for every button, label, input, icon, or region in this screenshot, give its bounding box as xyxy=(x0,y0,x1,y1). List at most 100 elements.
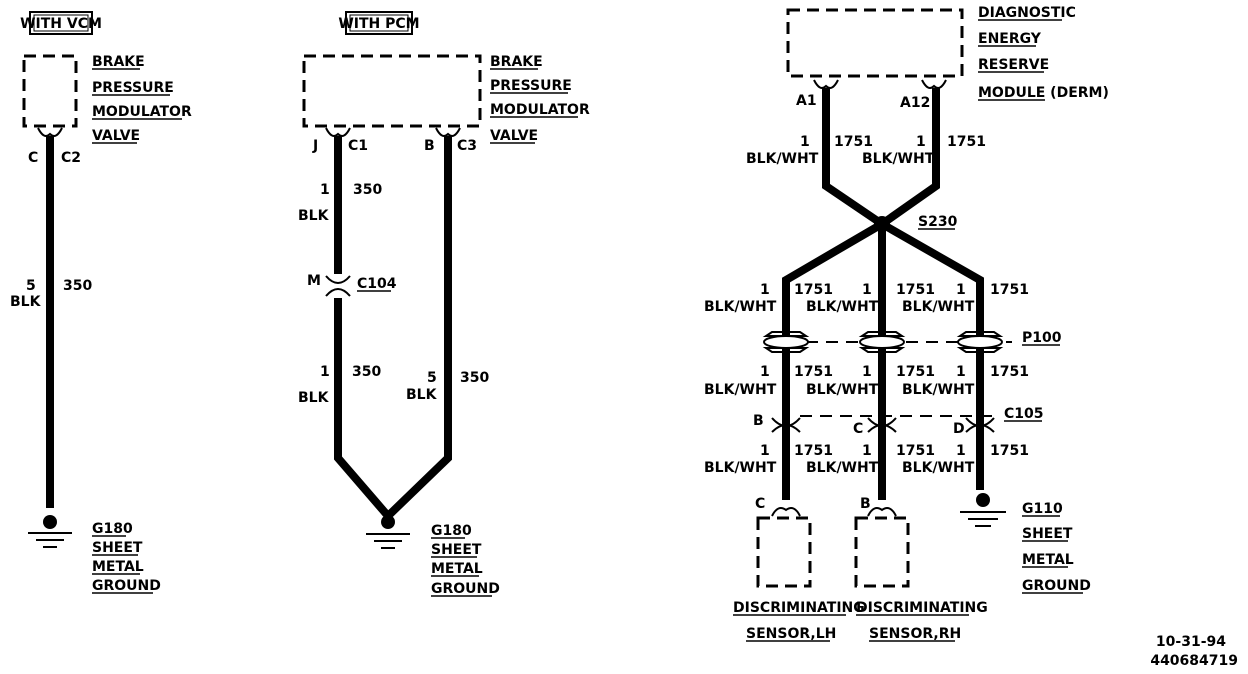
vcm-ground-line4: GROUND xyxy=(92,578,161,594)
b1-left-gauge: 1 xyxy=(760,282,770,298)
vcm-ground-line2: SHEET xyxy=(92,540,143,556)
branch-right-wire xyxy=(880,220,984,490)
b3-left-gauge: 1 xyxy=(760,443,770,459)
c105-symbol-mid xyxy=(867,417,897,433)
vcm-tag-box-inner xyxy=(33,14,89,32)
vcm-wire-circuit: 350 xyxy=(63,278,92,294)
pcm-component-line1: BRAKE xyxy=(490,54,543,70)
pcm-wire3-color: BLK xyxy=(406,387,438,403)
c105-symbol-right xyxy=(965,417,995,433)
b3-mid-circuit: 1751 xyxy=(896,443,935,459)
vcm-pin: C xyxy=(28,150,38,166)
pcm-ground-line2: SHEET xyxy=(431,542,482,558)
sensor-rh-pin: B xyxy=(860,496,871,512)
b2-mid-color: BLK/WHT xyxy=(806,382,879,398)
pcm-tag: WITH PCM xyxy=(338,16,419,32)
b3-left-circuit: 1751 xyxy=(794,443,833,459)
derm-module-box xyxy=(786,8,964,78)
top-right-gauge: 1 xyxy=(916,134,926,150)
sensor-lh-pin: C xyxy=(755,496,765,512)
vcm-connector-symbol xyxy=(37,127,63,137)
pcm-inline-conn: C104 xyxy=(357,276,397,292)
pcm-inline-pin: M xyxy=(307,273,321,289)
pcm-wire-3 xyxy=(385,136,452,519)
pcm-pin-a: J xyxy=(312,138,318,154)
derm-pin-a12-symbol xyxy=(921,79,947,89)
g110-ground-line4: GROUND xyxy=(1022,578,1091,594)
pcm-wire1-gauge: 1 xyxy=(320,182,330,198)
sensor-rh-box xyxy=(854,516,910,588)
pcm-conn-a: C1 xyxy=(348,138,368,154)
sensor-lh-box xyxy=(756,516,812,588)
connector-c105: C105 xyxy=(1004,406,1044,422)
pcm-component-line2: PRESSURE xyxy=(490,78,572,94)
b2-mid-circuit: 1751 xyxy=(896,364,935,380)
sensor-lh-line1: DISCRIMINATING xyxy=(733,600,865,616)
vcm-section: WITH VCM BRAKE PRESSURE MODULATOR VALVE … xyxy=(10,11,192,594)
sensor-rh-connector-symbol xyxy=(867,507,897,517)
top-right-circuit: 1751 xyxy=(947,134,986,150)
pcm-conn-b: C3 xyxy=(457,138,477,154)
vcm-component-line2: PRESSURE xyxy=(92,80,174,96)
vcm-ground-line3: METAL xyxy=(92,559,144,575)
top-left-circuit: 1751 xyxy=(834,134,873,150)
c105-pin-d: D xyxy=(953,421,965,437)
pcm-component-line3: MODULATOR xyxy=(490,102,590,118)
pcm-wire2-gauge: 1 xyxy=(320,364,330,380)
b1-right-circuit: 1751 xyxy=(990,282,1029,298)
footer-code: 440684719 xyxy=(1150,653,1238,669)
b2-right-circuit: 1751 xyxy=(990,364,1029,380)
sensor-lh-line2: SENSOR,LH xyxy=(746,626,836,642)
derm-wire-a12 xyxy=(879,88,940,228)
b3-right-circuit: 1751 xyxy=(990,443,1029,459)
b3-mid-color: BLK/WHT xyxy=(806,460,879,476)
b2-left-gauge: 1 xyxy=(760,364,770,380)
derm-pin-a1-symbol xyxy=(813,79,839,89)
pcm-wire1-color: BLK xyxy=(298,208,330,224)
pcm-wire2-circuit: 350 xyxy=(352,364,381,380)
pcm-ground-dot xyxy=(381,515,395,529)
b2-left-circuit: 1751 xyxy=(794,364,833,380)
vcm-ground-dot xyxy=(43,515,57,529)
g110-ground-line2: SHEET xyxy=(1022,526,1073,542)
pcm-wire2-color: BLK xyxy=(298,390,330,406)
derm-pin-a12: A12 xyxy=(900,95,930,111)
sensor-lh-connector-symbol xyxy=(771,507,801,517)
b1-mid-gauge: 1 xyxy=(862,282,872,298)
vcm-component-line1: BRAKE xyxy=(92,54,145,70)
vcm-component-line3: MODULATOR xyxy=(92,104,192,120)
vcm-connector: C2 xyxy=(61,150,81,166)
derm-section: DIAGNOSTIC ENERGY RESERVE MODULE (DERM) … xyxy=(704,5,1109,642)
footer-date: 10-31-94 xyxy=(1156,634,1226,650)
pcm-wire-2 xyxy=(334,298,392,519)
pcm-tag-box-inner xyxy=(349,14,409,32)
top-left-color: BLK/WHT xyxy=(746,151,819,167)
pcm-brake-modulator-box xyxy=(302,54,482,128)
pcm-wire1-circuit: 350 xyxy=(353,182,382,198)
vcm-component-line4: VALVE xyxy=(92,128,140,144)
b3-right-color: BLK/WHT xyxy=(902,460,975,476)
derm-module-line4: MODULE (DERM) xyxy=(978,85,1109,101)
c105-pin-c: C xyxy=(853,421,863,437)
g110-ground-line3: METAL xyxy=(1022,552,1074,568)
b1-mid-circuit: 1751 xyxy=(896,282,935,298)
pcm-wire3-circuit: 350 xyxy=(460,370,489,386)
derm-module-line2: ENERGY xyxy=(978,31,1042,47)
b1-left-circuit: 1751 xyxy=(794,282,833,298)
pcm-ground-line4: GROUND xyxy=(431,581,500,597)
vcm-tag: WITH VCM xyxy=(20,16,102,32)
b2-mid-gauge: 1 xyxy=(862,364,872,380)
vcm-wire-gauge: 5 xyxy=(26,278,36,294)
pcm-tag-box xyxy=(345,11,413,35)
g110-ground-dot xyxy=(976,493,990,507)
b1-right-color: BLK/WHT xyxy=(902,299,975,315)
b1-right-gauge: 1 xyxy=(956,282,966,298)
sensor-rh-line1: DISCRIMINATING xyxy=(856,600,988,616)
splice-s230: S230 xyxy=(918,214,958,230)
derm-module-line1: DIAGNOSTIC xyxy=(978,5,1076,21)
pcm-inline-connector-symbol xyxy=(325,275,351,297)
b2-right-gauge: 1 xyxy=(956,364,966,380)
pcm-connector-j-symbol xyxy=(325,127,351,137)
vcm-ground-line1: G180 xyxy=(92,521,133,537)
